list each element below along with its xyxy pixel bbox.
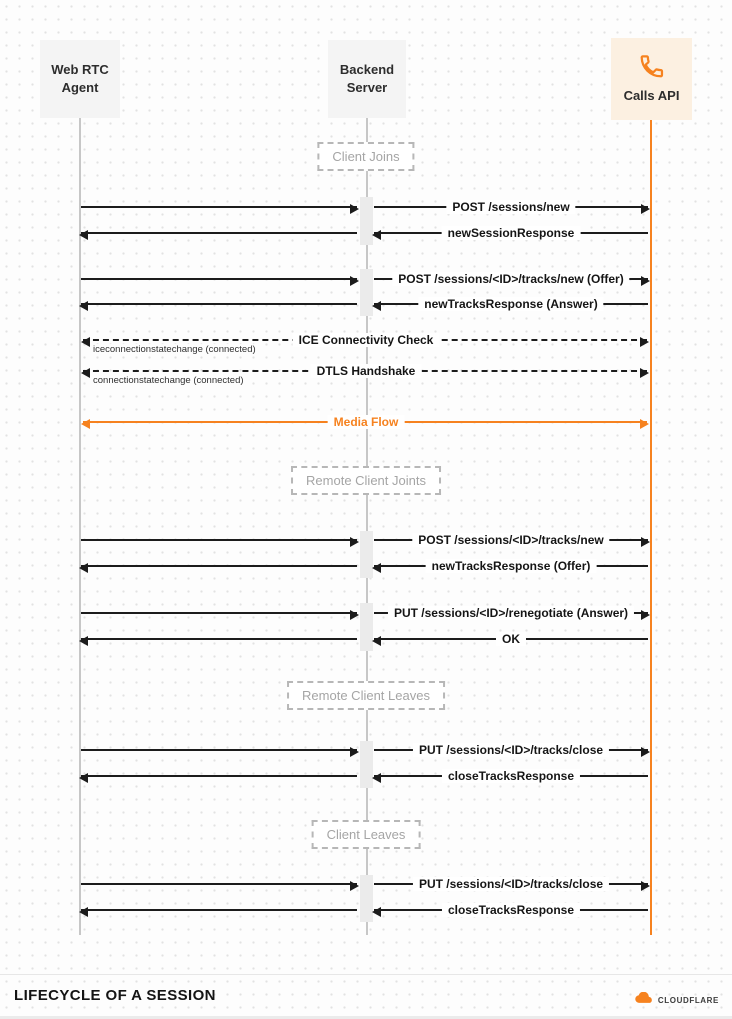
arrowhead-icon [79,773,88,783]
message-label: DTLS Handshake [310,364,422,378]
actor-calls-api: Calls API [611,38,692,120]
arrow-backend-to-client [79,230,357,240]
arrow-backend-to-client [79,301,357,311]
arrowhead-icon [81,337,90,347]
arrow-client-to-backend [81,747,359,757]
arrowhead-icon [79,636,88,646]
message-label: newTracksResponse (Offer) [425,559,597,573]
arrowhead-icon [372,563,381,573]
actor-label: Web RTC Agent [51,62,109,95]
actor-label: Backend Server [339,62,395,95]
activation-bar [360,197,373,245]
message-note: connectionstatechange (connected) [91,375,246,386]
cloudflare-logo: CLOUDFLARE [635,991,719,1009]
arrowhead-icon [350,747,359,757]
actor-web-rtc-agent: Web RTC Agent [40,40,120,118]
message-label: POST /sessions/<ID>/tracks/new [412,533,610,547]
bottom-strip [0,1016,732,1019]
arrow-backend-to-client [79,563,357,573]
arrow-client-to-backend [81,610,359,620]
arrow-backend-to-client [79,773,357,783]
arrow-client-to-backend [81,276,359,286]
cloudflare-wordmark: CLOUDFLARE [657,995,719,1005]
arrowhead-icon [81,368,90,378]
message-label: ICE Connectivity Check [292,333,440,347]
actor-backend-server: Backend Server [328,40,406,118]
footer-divider [0,974,732,975]
phone-icon [638,53,665,80]
activation-bar [360,603,373,651]
phase-remote-client-leaves: Remote Client Leaves [287,681,445,710]
message-label: PUT /sessions/<ID>/renegotiate (Answer) [387,606,635,620]
arrowhead-icon [350,276,359,286]
arrow-client-to-backend [81,881,359,891]
arrowhead-icon [641,537,650,547]
arrow-backend-to-client [79,907,357,917]
arrowhead-icon [79,907,88,917]
arrowhead-icon [640,368,649,378]
message-label: POST /sessions/<ID>/tracks/new (Offer) [392,272,630,286]
arrowhead-icon [641,276,650,286]
message-label: closeTracksResponse [441,903,581,917]
arrowhead-icon [79,230,88,240]
arrowhead-icon [372,301,381,311]
activation-bar [360,741,373,788]
arrowhead-icon [640,419,649,429]
message-label: newTracksResponse (Answer) [418,297,604,311]
activation-bar [360,531,373,578]
activation-bar [360,875,373,922]
arrow-backend-to-client [79,636,357,646]
arrowhead-icon [350,881,359,891]
phase-client-joins: Client Joins [317,142,415,171]
arrowhead-icon [641,881,650,891]
lifeline-backend-server [366,118,368,935]
activation-bar [360,269,373,316]
arrow-client-to-backend [81,537,359,547]
message-label: PUT /sessions/<ID>/tracks/close [412,877,610,891]
arrowhead-icon [350,204,359,214]
arrowhead-icon [350,610,359,620]
lifeline-calls-api [650,120,652,935]
message-label: PUT /sessions/<ID>/tracks/close [412,743,610,757]
actor-label: Calls API [623,88,680,104]
phase-remote-client-joints: Remote Client Joints [291,466,441,495]
message-note: iceconnectionstatechange (connected) [91,344,258,355]
arrowhead-icon [372,907,381,917]
arrowhead-icon [641,610,650,620]
diagram-title: LIFECYCLE OF A SESSION [14,987,216,1004]
arrowhead-icon [641,204,650,214]
arrowhead-icon [372,636,381,646]
arrowhead-icon [81,419,90,429]
arrowhead-icon [350,537,359,547]
lifeline-web-rtc-agent [79,118,81,935]
arrowhead-icon [640,337,649,347]
arrowhead-icon [79,563,88,573]
arrowhead-icon [372,230,381,240]
message-label: POST /sessions/new [446,200,576,214]
message-label: newSessionResponse [441,226,581,240]
arrowhead-icon [79,301,88,311]
message-label: closeTracksResponse [441,769,581,783]
cloudflare-cloud-icon [635,991,654,1009]
phase-client-leaves: Client Leaves [311,820,421,849]
message-label: Media Flow [327,415,405,429]
message-label: OK [496,632,526,646]
arrowhead-icon [641,747,650,757]
arrow-client-to-backend [81,204,359,214]
arrowhead-icon [372,773,381,783]
